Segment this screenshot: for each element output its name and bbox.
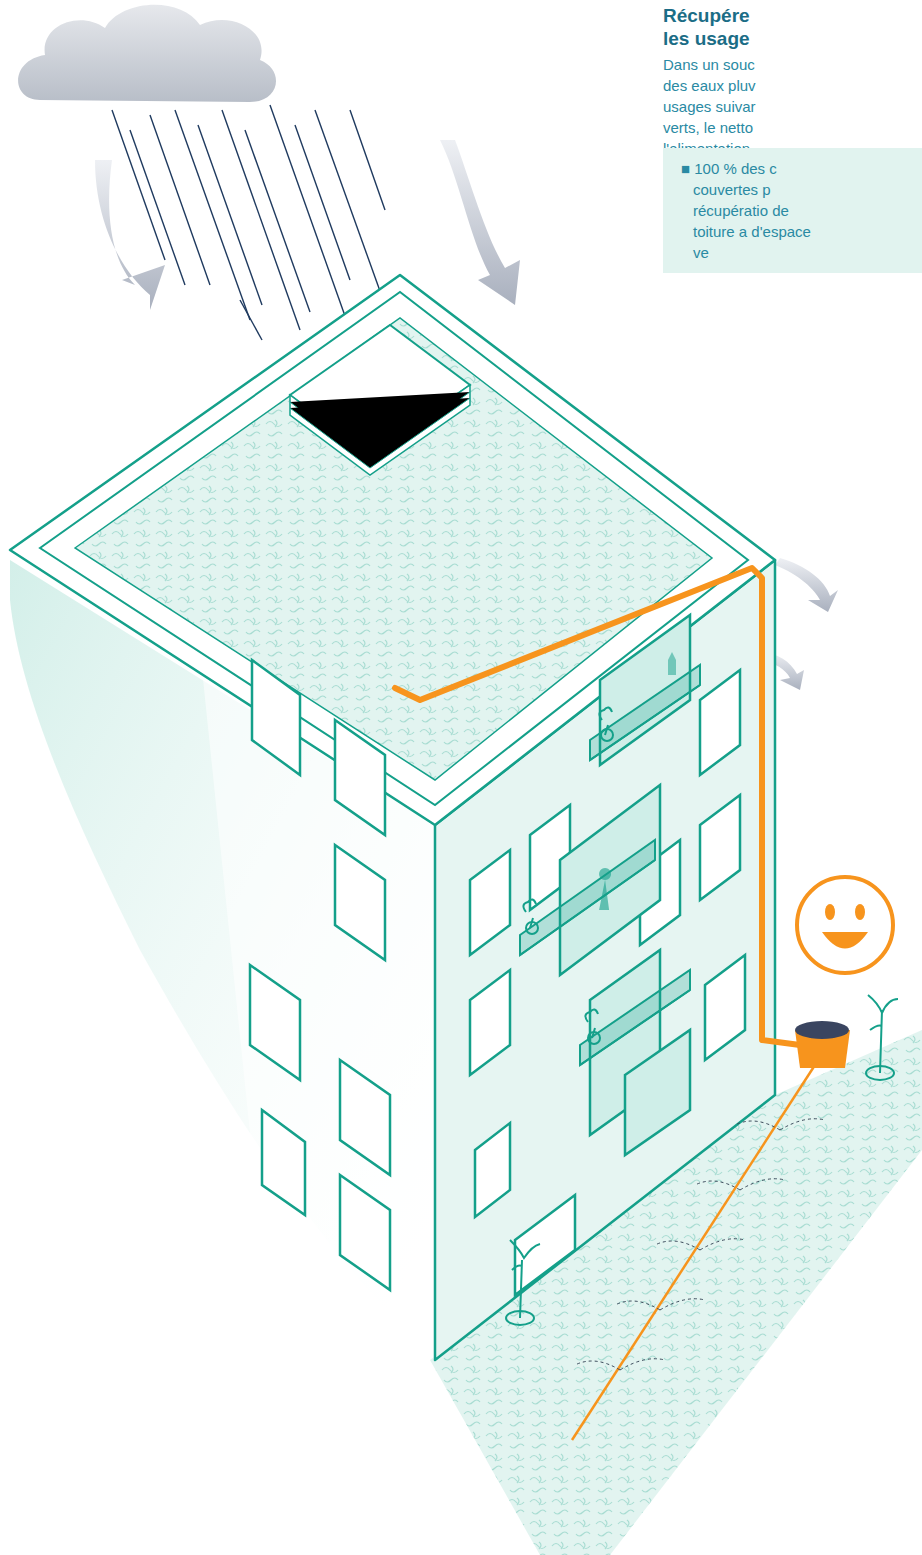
title: Récupére les usage <box>663 4 778 50</box>
box-text: ■ 100 % des c couvertes p récupératio de… <box>681 158 818 263</box>
intro-text: Dans un souc des eaux pluv usages suivar… <box>663 54 783 159</box>
info-box: ■ 100 % des c couvertes p récupératio de… <box>663 148 922 273</box>
